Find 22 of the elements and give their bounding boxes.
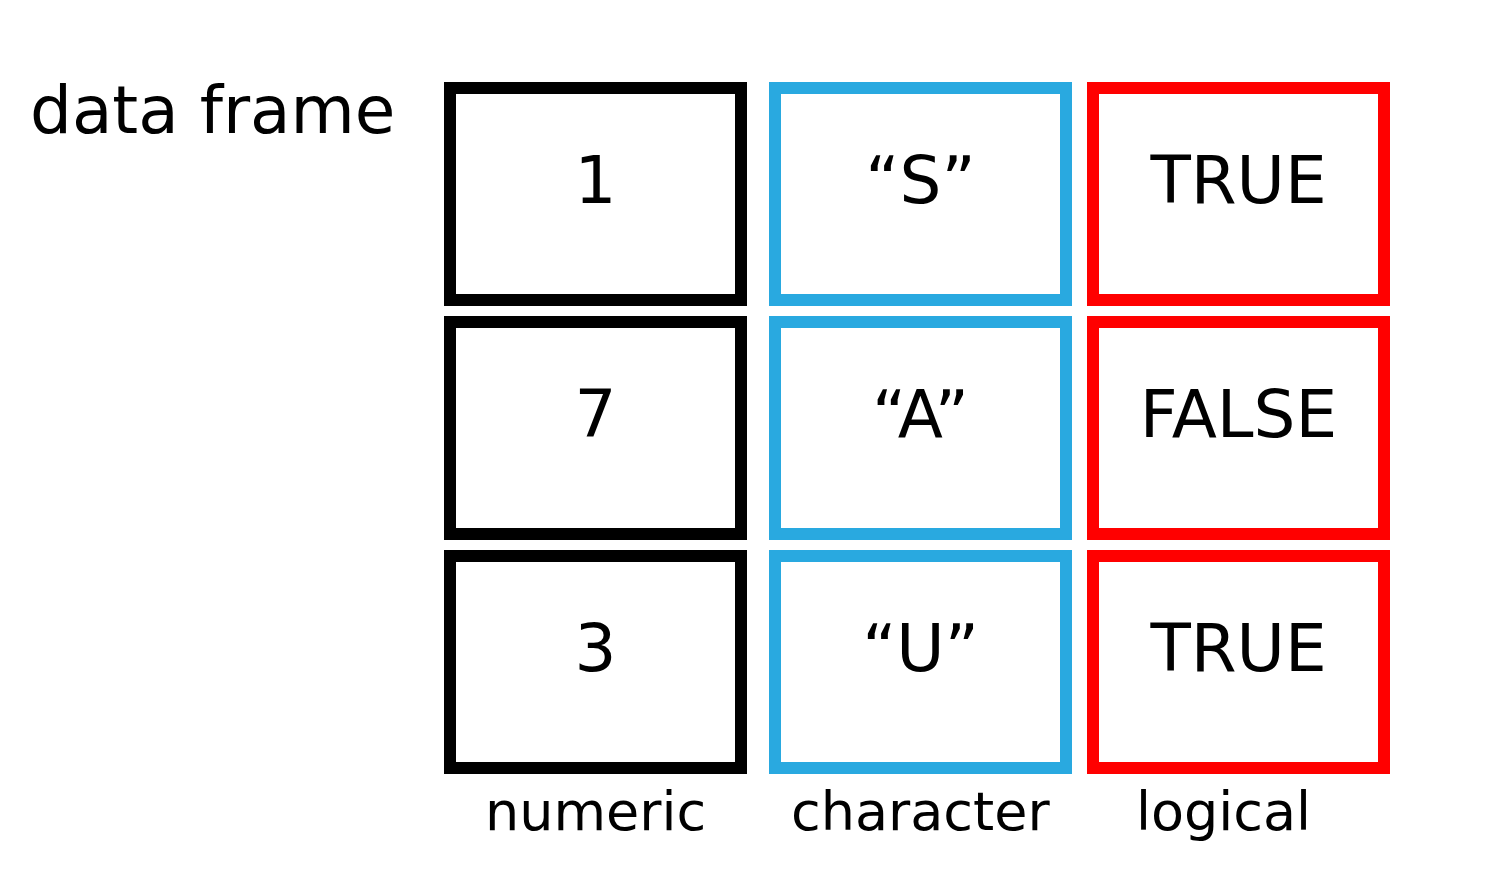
value-frame	[769, 82, 1072, 306]
cell-value: 1	[574, 148, 617, 214]
value-frame	[444, 82, 747, 306]
value-frame	[769, 316, 1072, 540]
cell-value: 7	[574, 382, 617, 448]
diagram-title: data frame	[30, 78, 396, 144]
cell-value: TRUE	[1150, 616, 1327, 682]
column-label: logical	[1136, 785, 1312, 839]
value-frame	[1087, 550, 1390, 774]
value-frame	[1087, 316, 1390, 540]
cell-value: “U”	[862, 616, 979, 682]
value-frame	[444, 316, 747, 540]
cell-value: TRUE	[1150, 148, 1327, 214]
value-frame	[1087, 82, 1390, 306]
cell-value: FALSE	[1139, 382, 1338, 448]
column-label: character	[791, 785, 1050, 839]
column-label: numeric	[485, 785, 707, 839]
value-frame	[444, 550, 747, 774]
cell-value: “A”	[872, 382, 969, 448]
value-frame	[769, 550, 1072, 774]
cell-value: 3	[574, 616, 617, 682]
cell-value: “S”	[865, 148, 976, 214]
